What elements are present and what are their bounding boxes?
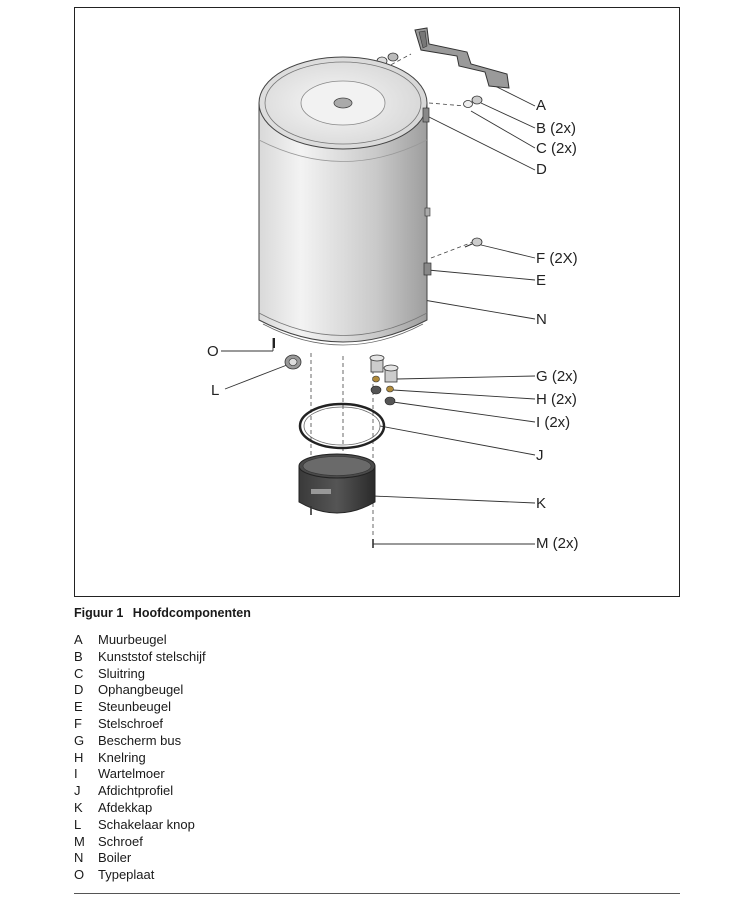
legend-label: Schroef bbox=[98, 833, 143, 849]
legend-label: Boiler bbox=[98, 850, 132, 866]
hanging-bracket-part bbox=[422, 107, 430, 123]
legend-item: B Kunststof stelschijf bbox=[74, 649, 206, 666]
legend-code: C bbox=[74, 665, 84, 681]
callout-label-i: I (2x) bbox=[536, 414, 571, 431]
legend-code: J bbox=[74, 783, 81, 799]
bottom-divider bbox=[74, 893, 680, 894]
callout-label-b: B (2x) bbox=[536, 120, 577, 137]
callout-leader-lines bbox=[221, 85, 536, 545]
legend-item: I Wartelmoer bbox=[74, 766, 206, 783]
legend-label: Muurbeugel bbox=[98, 632, 167, 647]
exploded-view-figure: A B (2x) C (2x) D F (2X) E N O L G (2x) … bbox=[74, 7, 680, 597]
callout-label-n: N bbox=[536, 311, 547, 328]
washer-part bbox=[463, 100, 473, 108]
callout-label-m: M (2x) bbox=[536, 535, 579, 552]
legend-code: E bbox=[74, 699, 83, 715]
sealing-ring-part bbox=[298, 402, 386, 450]
legend-item: M Schroef bbox=[74, 834, 206, 851]
legend-label: Sluitring bbox=[98, 665, 145, 681]
legend-item: J Afdichtprofiel bbox=[74, 783, 206, 800]
legend-code: L bbox=[74, 816, 82, 832]
legend-item: H Knelring bbox=[74, 750, 206, 767]
legend-label: Afdichtprofiel bbox=[98, 783, 174, 799]
legend-item: K Afdekkap bbox=[74, 800, 206, 817]
figure-caption: Figuur 1 Hoofdcomponenten bbox=[74, 606, 251, 620]
legend-item: E Steunbeugel bbox=[74, 699, 206, 716]
callout-label-h: H (2x) bbox=[536, 391, 577, 408]
legend-label: Typeplaat bbox=[98, 867, 155, 883]
figure-title: Hoofdcomponenten bbox=[132, 606, 251, 620]
legend-code: B bbox=[74, 648, 83, 664]
cover-cap-part bbox=[298, 453, 376, 514]
legend-item: O Typeplaat bbox=[74, 867, 206, 884]
support-bracket-part bbox=[423, 262, 432, 276]
fittings-group bbox=[369, 354, 399, 406]
legend-label: Kunststof stelschijf bbox=[98, 648, 206, 664]
washer-part bbox=[387, 52, 399, 62]
legend-label: Afdekkap bbox=[98, 799, 153, 815]
boiler-exploded-drawing bbox=[221, 27, 536, 548]
legend-code: M bbox=[74, 833, 85, 849]
legend-label: Stelschroef bbox=[98, 715, 164, 731]
callout-label-j: J bbox=[536, 447, 544, 464]
legend-code: O bbox=[74, 867, 85, 883]
washer-part bbox=[471, 95, 483, 105]
callout-label-c: C (2x) bbox=[536, 140, 577, 157]
legend-code: F bbox=[74, 715, 82, 731]
adjusting-screw-part bbox=[464, 237, 483, 248]
legend-code: H bbox=[74, 749, 84, 765]
callout-label-l: L bbox=[211, 382, 220, 399]
legend-item: G Bescherm bus bbox=[74, 733, 206, 750]
boiler-tank bbox=[258, 56, 428, 346]
legend-code: A bbox=[74, 632, 83, 647]
callout-label-g: G (2x) bbox=[536, 368, 578, 385]
callout-label-o: O bbox=[207, 343, 219, 360]
legend-item: L Schakelaar knop bbox=[74, 817, 206, 834]
callout-label-d: D bbox=[536, 161, 547, 178]
callout-label-e: E bbox=[536, 272, 547, 289]
callout-label-a: A bbox=[536, 97, 547, 114]
callout-label-f: F (2X) bbox=[536, 250, 578, 267]
callout-label-k: K bbox=[536, 495, 547, 512]
switch-knob-part bbox=[284, 354, 302, 370]
legend-item: N Boiler bbox=[74, 850, 206, 867]
figure-number: Figuur 1 bbox=[74, 606, 124, 620]
legend-label: Ophangbeugel bbox=[98, 682, 184, 698]
legend-item: C Sluitring bbox=[74, 666, 206, 683]
legend-code: G bbox=[74, 732, 85, 748]
legend-item: F Stelschroef bbox=[74, 716, 206, 733]
parts-legend: A Muurbeugel B Kunststof stelschijf C Sluit… bbox=[74, 632, 206, 884]
legend-label: Bescherm bus bbox=[98, 732, 182, 748]
legend-label: Steunbeugel bbox=[98, 699, 172, 715]
legend-label: Wartelmoer bbox=[98, 766, 165, 782]
legend-item: A Muurbeugel bbox=[74, 632, 206, 649]
legend-code: I bbox=[74, 766, 78, 782]
legend-item: D Ophangbeugel bbox=[74, 682, 206, 699]
legend-label: Knelring bbox=[98, 749, 146, 765]
legend-code: N bbox=[74, 850, 84, 866]
legend-code: D bbox=[74, 682, 84, 698]
legend-code: K bbox=[74, 799, 83, 815]
wall-bracket-part bbox=[414, 27, 510, 89]
legend-label: Schakelaar knop bbox=[98, 816, 195, 832]
